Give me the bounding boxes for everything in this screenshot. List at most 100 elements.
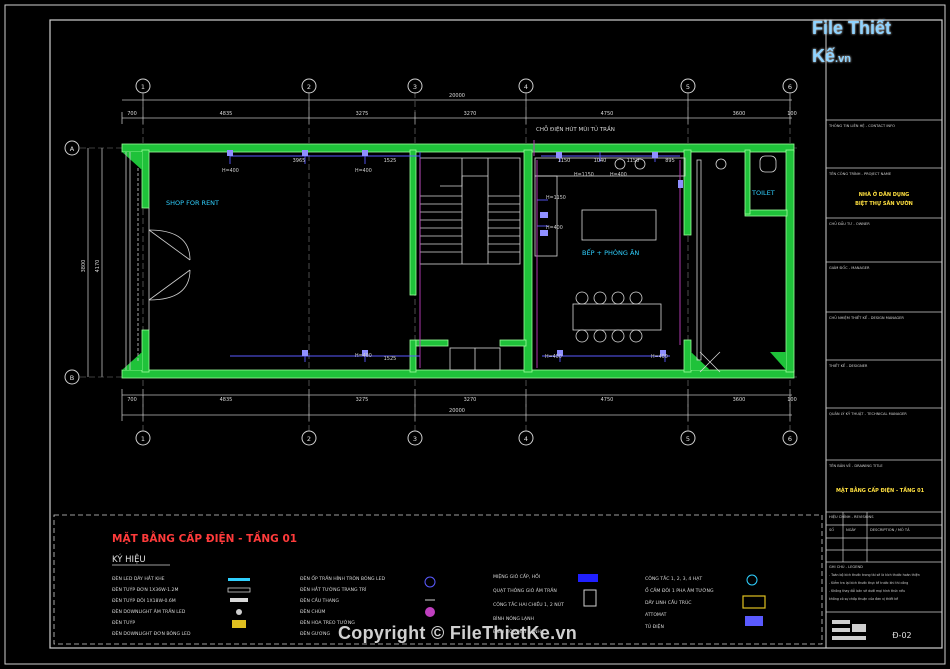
project-name-line-2: BIỆT THỰ SÂN VƯỜN (855, 199, 913, 207)
legend-subtitle: KÝ HIỆU (112, 553, 146, 565)
grid-label-2-bottom: 2 (307, 435, 311, 443)
dim-bottom-7: 100 (787, 397, 797, 403)
note-line: - Kiểm tra lại kích thước thực tế trước … (829, 580, 908, 585)
storefront-doors (125, 152, 191, 370)
dim-top-4: 3270 (464, 111, 477, 117)
grid-label-6-bottom: 6 (788, 435, 792, 443)
dim-inner-5: 1040 (594, 158, 607, 164)
height-label: H=1150 (546, 195, 566, 201)
room-label-shop: SHOP FOR RENT (166, 199, 219, 207)
dim-inner-6: 1150 (627, 158, 640, 164)
grid-label-4-bottom: 4 (524, 435, 528, 443)
rev-col: SỐ (829, 527, 834, 532)
height-label: H=400 (651, 354, 668, 360)
legend-title: MẶT BẰNG CẤP ĐIỆN - TẦNG 01 (112, 530, 297, 545)
dim-inner-7: 895 (665, 158, 675, 164)
title-block-grid (826, 119, 942, 613)
text-layer: 1 2 3 4 5 6 1 2 3 4 5 6 A B 700 4835 327… (70, 83, 925, 640)
height-label: H=400 (545, 354, 562, 360)
grid-label-3: 3 (413, 83, 417, 91)
dim-bottom-5: 4750 (601, 397, 614, 403)
rev-col: NGÀY (846, 527, 857, 532)
dim-top-5: 4750 (601, 111, 614, 117)
room-label-toilet: TOILET (751, 189, 775, 197)
height-label: H=400 (222, 168, 239, 174)
grid-axis-lines (80, 92, 800, 432)
dim-top-2: 4835 (220, 111, 233, 117)
note-line: - Không thay đổi bản vẽ dưới mọi hình th… (829, 588, 905, 593)
title-block-logo (832, 620, 866, 640)
legend-item: TỦ ĐIỆN (644, 622, 664, 630)
legend-item: CÔNG TẮC 1, 2, 3, 4 HẠT (645, 574, 702, 582)
legend-item: BÌNH NÓNG LẠNH (493, 615, 534, 622)
grid-label-6: 6 (788, 83, 792, 91)
dim-top-6: 3600 (733, 111, 746, 117)
inner-border (49, 19, 943, 649)
grid-label-4: 4 (524, 83, 528, 91)
legend-item: ĐÈN LED DÂY HẮT KHE (112, 574, 165, 582)
copyright-watermark: Copyright © FileThietKe.vn (338, 623, 578, 643)
kitchen-furniture (534, 155, 777, 373)
height-label: H=400 (610, 172, 627, 178)
dim-inner-1: 3965 (293, 158, 306, 164)
height-label: H=400 (355, 353, 372, 359)
dim-inner-3: 1525 (384, 356, 397, 362)
notes-head: GHI CHÚ - LEGEND (829, 564, 863, 569)
title-block-row: CHỦ ĐẦU TƯ - OWNER (829, 221, 870, 226)
dim-bottom-2: 4835 (220, 397, 233, 403)
circuit-runs (419, 140, 681, 368)
staircase (419, 157, 521, 371)
legend-item: DÂY LINH CẤU TRÚC (645, 598, 692, 606)
revision-head: HIỆU CHỈNH - REVISIONS (829, 514, 874, 519)
grid-label-1: 1 (141, 83, 145, 91)
legend-item: ĐÈN TUÝP ĐƠN 1X36W-1.2M (112, 585, 178, 593)
height-label: H=1150 (574, 172, 594, 178)
legend-box (53, 514, 823, 645)
legend-item: ĐÈN TUÝP (112, 618, 135, 626)
room-label-kitchen: BẾP + PHÒNG ĂN (582, 247, 639, 257)
legend-item: ĐÈN ỐP TRẦN HÌNH TRÒN BÓNG LED (300, 574, 386, 582)
watermark-logo: File Thiết Kế.vn (812, 14, 924, 66)
dim-left-2: 4170 (95, 260, 101, 273)
walls (121, 143, 795, 379)
legend-item: CÔNG TẮC HAI CHIỀU 1, 2 NÚT (493, 600, 564, 608)
grid-label-1-bottom: 1 (141, 435, 145, 443)
title-block-row: GIÁM ĐỐC - MANAGER (829, 265, 870, 270)
outer-border (4, 4, 946, 665)
dim-bottom-total: 20000 (449, 408, 465, 414)
title-block-row: THIẾT KẾ - DESIGNER (828, 362, 868, 368)
grid-bubbles (64, 78, 798, 446)
legend-item: QUẠT THÔNG GIÓ ÂM TRẦN (493, 586, 557, 594)
title-block-row: THÔNG TIN LIÊN HỆ - CONTACT INFO (828, 123, 895, 128)
title-block-row: QUẢN LÝ KỸ THUẬT - TECHNICAL MANAGER (829, 411, 907, 416)
grid-label-a: A (70, 145, 75, 153)
dim-top-3: 3275 (356, 111, 369, 117)
legend-item: ĐÈN HOA TREO TƯỜNG (300, 618, 355, 626)
sheet-number: Đ-02 (892, 631, 911, 640)
legend-item: ĐÈN HẮT TƯỜNG TRANG TRÍ (300, 585, 367, 593)
legend-item: ĐÈN CẦU THANG (300, 596, 339, 604)
rev-col: DESCRIPTION / MÔ TẢ (870, 527, 910, 532)
dim-left-1: 3800 (81, 260, 87, 273)
project-name-line-1: NHÀ Ở DÂN DỤNG (859, 190, 910, 198)
outlet-symbols (227, 150, 683, 356)
dim-bottom-1: 700 (127, 397, 137, 403)
legend-item: ĐÈN CHÙM (300, 607, 325, 615)
legend-item: ATTOMAT (645, 612, 667, 618)
title-block-row: TÊN CÔNG TRÌNH - PROJECT NAME (828, 171, 892, 176)
dim-bottom-3: 3275 (356, 397, 369, 403)
ceiling-note: CHỖ ĐIỆN HÚT MÙI TỦ TRẦN (536, 125, 615, 133)
height-label: H=400 (546, 225, 563, 231)
legend-item: MIỆNG GIÓ CẤP, HỒI (493, 571, 540, 580)
legend-item: ĐIỀU HÒA MÁY LẠNH (493, 627, 541, 635)
dim-inner-2: 1525 (384, 158, 397, 164)
grid-label-3-bottom: 3 (413, 435, 417, 443)
title-block-row: TÊN BẢN VẼ - DRAWING TITLE (828, 463, 883, 468)
dim-bottom-4: 3270 (464, 397, 477, 403)
grid-label-b: B (70, 374, 74, 382)
dim-top-total: 20000 (449, 93, 465, 99)
legend-item: ĐÈN TUÝP ĐÔI 1X18W-0.6M (112, 596, 176, 604)
legend-item: Ổ CẮM ĐÔI 1 PHA ÂM TƯỜNG (645, 586, 714, 594)
